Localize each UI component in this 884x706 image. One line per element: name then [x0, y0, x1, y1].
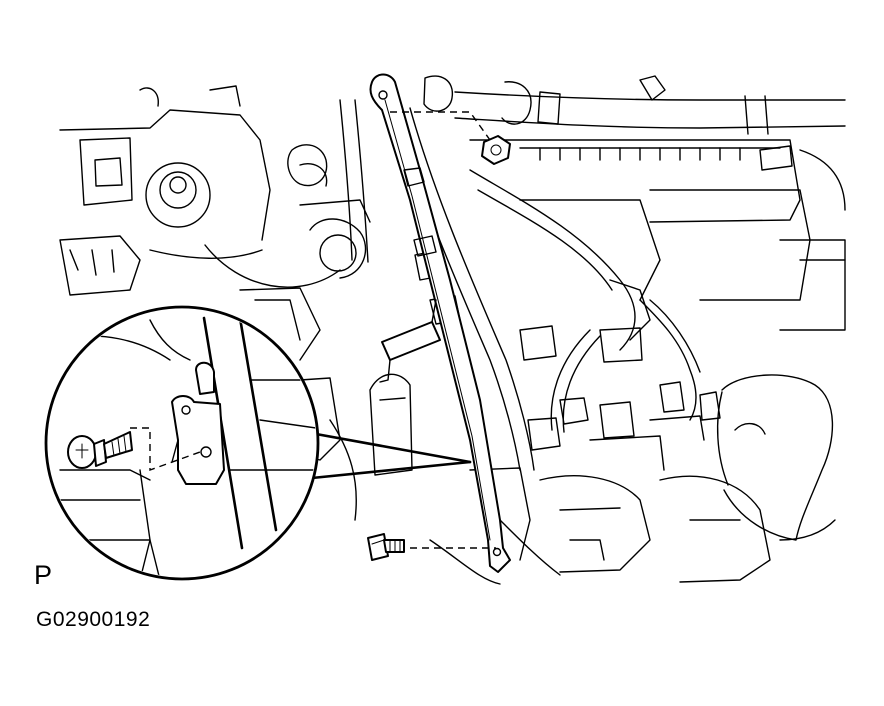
figure-code-label: G02900192 [36, 608, 151, 631]
bolt-icon [367, 533, 405, 561]
background-linework [59, 75, 846, 585]
nut-icon [481, 135, 511, 165]
detail-inset [44, 305, 472, 581]
view-letter-label: P [34, 560, 53, 590]
screw-icon [67, 431, 133, 469]
assembly-guide-lines [390, 111, 496, 549]
support-brace-icon [369, 73, 511, 573]
